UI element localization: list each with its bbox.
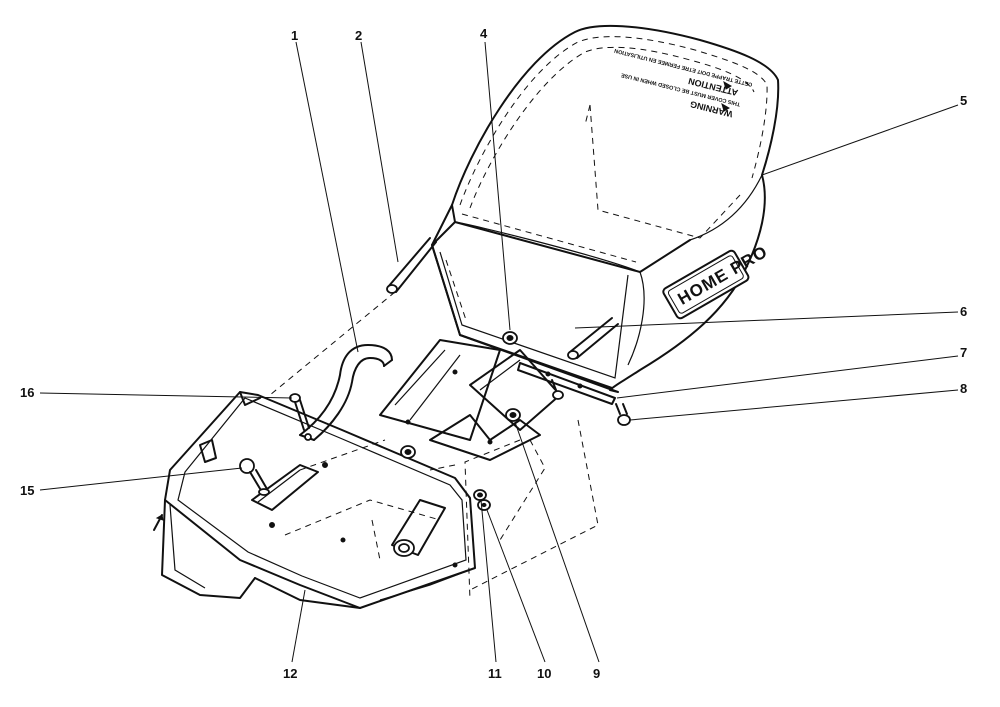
callout-10: 10 [537, 666, 551, 681]
assembly-lines [269, 291, 599, 601]
nut-plate [400, 445, 416, 459]
arrow-head-icon [155, 514, 164, 521]
callout-12: 12 [283, 666, 297, 681]
callout-4: 4 [480, 26, 488, 41]
callout-numbers: 1 2 4 5 6 7 8 9 10 11 12 15 16 [20, 26, 967, 681]
callout-8: 8 [960, 381, 967, 396]
retaining-strip [517, 362, 616, 405]
warning-triangle-icon [723, 80, 732, 90]
nut-4 [502, 331, 518, 345]
callout-5: 5 [960, 93, 967, 108]
callout-16: 16 [20, 385, 34, 400]
warning-label: WARNING THIS COVER MUST BE CLOSED WHEN I… [614, 47, 753, 119]
knob-bolt-15 [239, 458, 270, 496]
nut-11 [473, 489, 487, 501]
attention-triangle-icon [721, 102, 730, 112]
deflector-frame [161, 391, 476, 609]
callout-6: 6 [960, 304, 967, 319]
spring-pin-16 [289, 393, 312, 441]
washer-10 [477, 499, 491, 511]
callout-9: 9 [593, 666, 600, 681]
grass-bag [431, 24, 780, 393]
callout-2: 2 [355, 28, 362, 43]
callout-1: 1 [291, 28, 298, 43]
nut-9 [505, 408, 521, 422]
leader-lines [39, 41, 959, 663]
screw-strip [551, 379, 564, 400]
mounting-plate [379, 339, 561, 461]
frame-rod-6 [567, 317, 619, 360]
frame-rod-2 [386, 237, 437, 294]
screw-8 [615, 403, 631, 426]
callout-15: 15 [20, 483, 34, 498]
handle [299, 344, 393, 441]
callout-7: 7 [960, 345, 967, 360]
callout-11: 11 [488, 666, 502, 681]
